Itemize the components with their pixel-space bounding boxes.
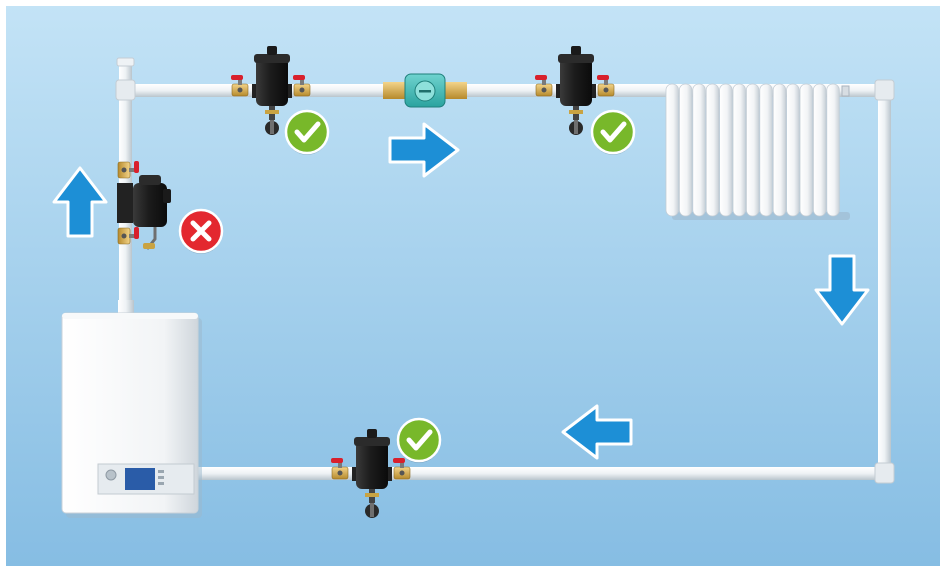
boiler-display [125, 468, 155, 490]
arrow-up-icon [52, 166, 108, 238]
radiator-fin [705, 83, 720, 217]
ball-valve [293, 75, 311, 97]
boiler-knob [105, 469, 117, 481]
filter-boiler-flow [117, 161, 171, 250]
ball-valve [117, 227, 139, 245]
radiator-fin [826, 83, 840, 217]
boiler-top-edge [62, 313, 198, 319]
filters-layer [117, 46, 615, 518]
arrow-down-icon [814, 254, 870, 326]
ball-valve [117, 161, 139, 179]
magnetic-filter-icon [356, 441, 388, 489]
radiator-fin [692, 83, 706, 217]
magnetic-filter-icon [133, 183, 167, 227]
filter-flow-before-pump [231, 46, 311, 135]
radiator [665, 83, 850, 220]
radiator-fin [759, 83, 773, 217]
radiator-fin [732, 83, 746, 217]
ball-valve [535, 75, 553, 97]
radiator-fin [719, 83, 733, 217]
filter-flow-after-pump [535, 46, 615, 135]
ball-valve [597, 75, 615, 97]
radiator-fin [772, 83, 787, 217]
status-badges-layer [178, 109, 636, 463]
ball-valve [231, 75, 249, 97]
radiator-fin [813, 83, 827, 217]
magnetic-filter-icon [560, 58, 592, 106]
arrow-right-icon [388, 122, 460, 178]
radiator-fin [679, 83, 693, 217]
ball-valve [393, 458, 411, 480]
radiator-fin [786, 83, 800, 217]
pipework [115, 57, 895, 484]
check-icon [284, 109, 330, 155]
circulation-pump [383, 73, 467, 108]
magnetic-filter-icon [256, 58, 288, 106]
check-icon [396, 417, 442, 463]
flow-arrows-layer [52, 122, 870, 460]
filter-return [331, 429, 411, 518]
radiator-fin [799, 83, 813, 217]
check-icon [590, 109, 636, 155]
cross-icon [178, 208, 224, 254]
arrow-left-icon [561, 404, 633, 460]
radiator-fin [746, 83, 760, 217]
ball-valve [331, 458, 349, 480]
boiler [61, 312, 202, 518]
radiator-fin [665, 83, 679, 217]
